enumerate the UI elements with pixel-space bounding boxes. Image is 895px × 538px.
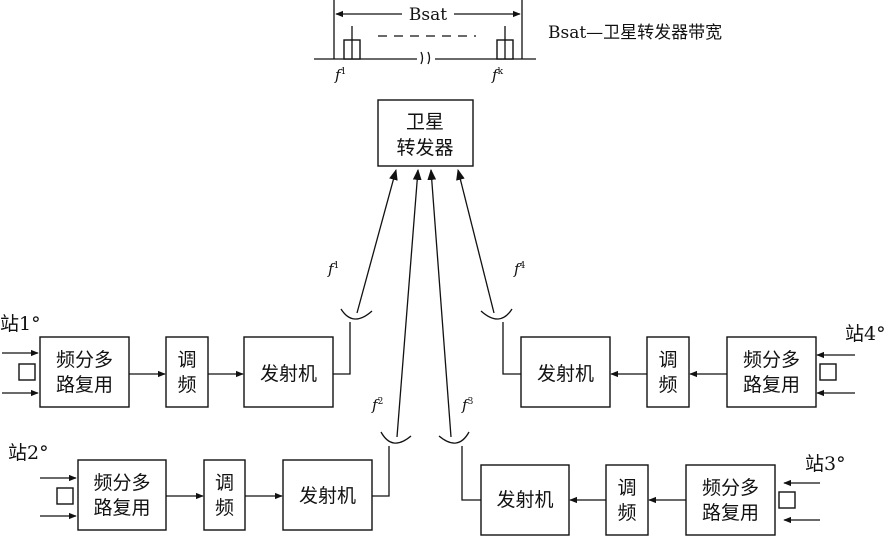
link-label-f1: f1 bbox=[327, 260, 339, 278]
f1-spectrum-label: f1 bbox=[334, 66, 346, 84]
station4-tx-box bbox=[520, 336, 611, 408]
station-2: 站2° 频分多 路复用 调 频 发射机 bbox=[8, 431, 412, 531]
station4-label: 站4° bbox=[845, 323, 886, 345]
satellite-label-line2: 转发器 bbox=[396, 137, 453, 159]
uplink-station2 bbox=[396, 168, 422, 438]
station4-antenna-icon bbox=[480, 308, 513, 320]
station3-mod-line1: 调 bbox=[617, 477, 636, 499]
station2-mod-line1: 调 bbox=[215, 472, 234, 494]
station4-mux-box bbox=[726, 336, 817, 408]
station3-antenna-icon bbox=[438, 431, 470, 444]
uplink-station3 bbox=[427, 168, 452, 438]
band-label-bg bbox=[402, 4, 454, 24]
link-label-f4: f4 bbox=[513, 260, 526, 278]
station2-mod-box bbox=[203, 459, 246, 531]
satellite-box bbox=[377, 99, 474, 167]
band-label: Bsat bbox=[409, 5, 447, 25]
station1-mod-box bbox=[165, 336, 209, 408]
spectrum-diagram: Bsat f1 fk Bsat—卫星转发器带宽 bbox=[314, 0, 722, 84]
satellite-label-line1: 卫星 bbox=[406, 111, 444, 133]
station2-feed-line bbox=[372, 446, 390, 497]
station1-mod-line2: 频 bbox=[177, 374, 196, 396]
station2-mux-box bbox=[77, 459, 167, 531]
fk-spectrum-label: fk bbox=[491, 66, 504, 84]
station3-label: 站3° bbox=[805, 453, 846, 475]
uplinks: f1 f2 f3 f4 bbox=[327, 168, 526, 438]
station-1: 站1° 频分多 路复用 调 频 发射机 bbox=[0, 308, 373, 408]
station2-mux-line1: 频分多 bbox=[93, 472, 150, 494]
station4-input-square bbox=[819, 363, 837, 381]
station1-mux-box bbox=[39, 336, 130, 408]
station3-mux-line1: 频分多 bbox=[702, 477, 759, 499]
station1-tx-label: 发射机 bbox=[260, 363, 317, 385]
station3-mod-box bbox=[605, 464, 649, 536]
station3-mod-line2: 频 bbox=[617, 502, 636, 524]
station2-label: 站2° bbox=[8, 442, 49, 464]
station1-tx-box bbox=[243, 336, 334, 408]
station1-mux-line2: 路复用 bbox=[56, 374, 113, 396]
station4-mux-line1: 频分多 bbox=[743, 349, 800, 371]
station1-antenna-icon bbox=[340, 308, 373, 320]
station2-antenna-icon bbox=[380, 431, 412, 444]
station4-mux-line2: 路复用 bbox=[743, 374, 800, 396]
station1-feed-line bbox=[333, 322, 351, 375]
station2-mux-line2: 路复用 bbox=[93, 497, 150, 519]
station2-tx-box bbox=[282, 459, 373, 531]
station4-mod-line1: 调 bbox=[658, 349, 677, 371]
station4-tx-label: 发射机 bbox=[537, 363, 594, 385]
station3-feed-line bbox=[461, 446, 481, 501]
satellite-transponder: 卫星 转发器 bbox=[377, 99, 474, 167]
uplink-station4 bbox=[456, 168, 495, 314]
axis-break-icon bbox=[420, 51, 431, 65]
bandwidth-legend: Bsat—卫星转发器带宽 bbox=[548, 23, 722, 43]
station1-mux-line1: 频分多 bbox=[56, 349, 113, 371]
station3-tx-label: 发射机 bbox=[496, 489, 553, 511]
station1-input-square bbox=[18, 363, 36, 381]
station2-mod-line2: 频 bbox=[215, 497, 234, 519]
station2-tx-label: 发射机 bbox=[299, 485, 356, 507]
station3-mux-line2: 路复用 bbox=[702, 502, 759, 524]
station2-input-square bbox=[56, 487, 74, 505]
axis-break-gap bbox=[417, 54, 435, 66]
link-label-f2: f2 bbox=[371, 396, 383, 414]
station3-input-square bbox=[778, 491, 796, 509]
station4-mod-box bbox=[646, 336, 690, 408]
station-4: 站4° 频分多 路复用 调 频 发射机 bbox=[480, 308, 886, 408]
station1-mod-line1: 调 bbox=[177, 349, 196, 371]
link-label-f3: f3 bbox=[461, 396, 474, 414]
station4-feed-line bbox=[502, 322, 521, 375]
station3-mux-box bbox=[685, 464, 776, 536]
station1-label: 站1° bbox=[0, 313, 41, 335]
uplink-station1 bbox=[356, 168, 398, 314]
station4-mod-line2: 频 bbox=[658, 374, 677, 396]
station-3: 站3° 频分多 路复用 调 频 发射机 bbox=[438, 431, 846, 536]
